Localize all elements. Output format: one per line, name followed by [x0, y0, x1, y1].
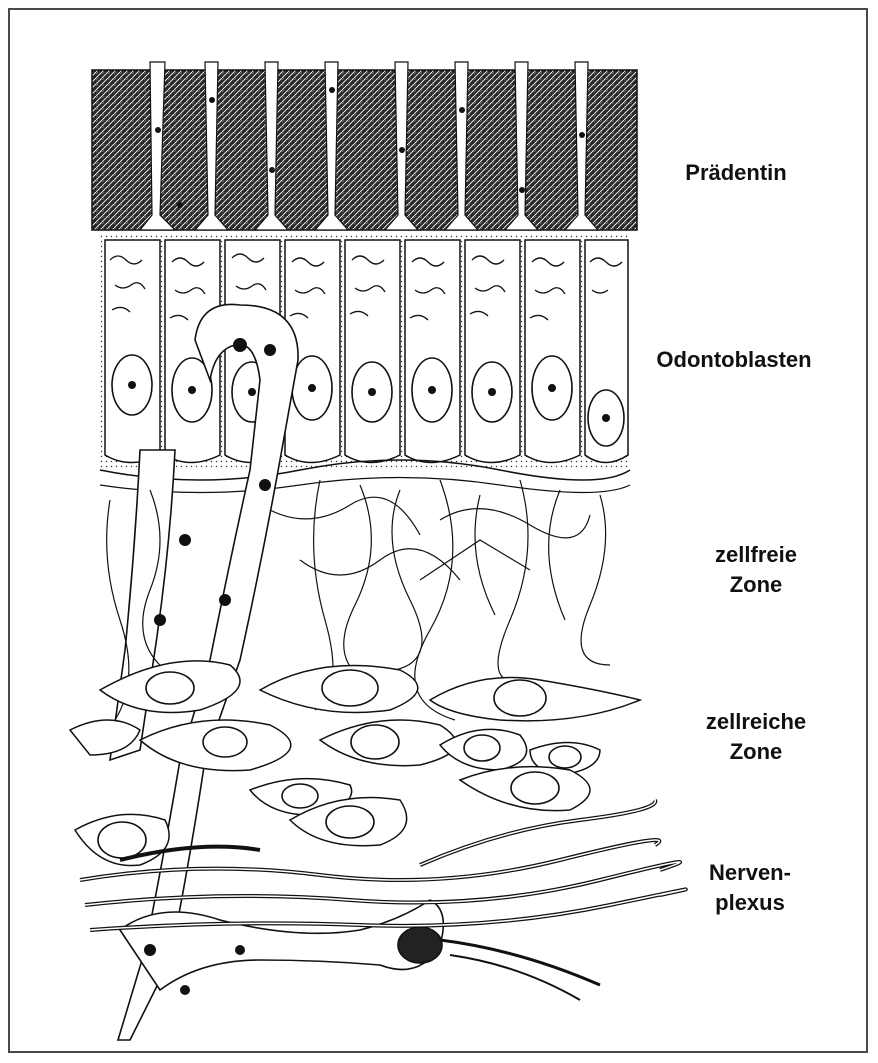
predentin-layer [92, 62, 637, 230]
label-zellfreie-zone: zellfreie Zone [686, 540, 826, 600]
label-odontoblasten: Odontoblasten [634, 345, 834, 375]
label-zellreiche-zone: zellreiche Zone [676, 707, 836, 767]
cell-rich-zone-cells [70, 661, 640, 866]
label-pradentin: Prädentin [676, 158, 796, 188]
odontoblast-layer [100, 235, 630, 493]
label-nervenplexus: Nerven- plexus [690, 858, 810, 918]
